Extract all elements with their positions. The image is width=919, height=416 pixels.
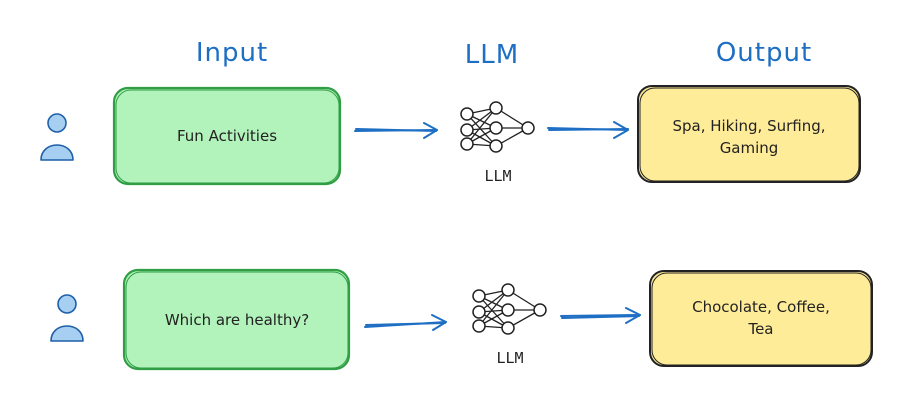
user-icon: [40, 113, 74, 161]
output-text-line-1: Spa, Hiking, Surfing,: [672, 117, 825, 135]
arrow-right-icon: [354, 122, 438, 139]
input-box: Fun Activities: [112, 86, 342, 186]
output-box: Spa, Hiking, Surfing, Gaming: [637, 85, 861, 183]
neural-network-icon: [472, 283, 547, 335]
input-text: Fun Activities: [177, 127, 277, 145]
output-box: Chocolate, Coffee, Tea: [649, 270, 873, 367]
llm-label: LLM: [484, 167, 511, 185]
arrow-right-icon: [547, 121, 629, 139]
header-output: Output: [716, 38, 812, 68]
input-box: Which are healthy?: [122, 268, 351, 371]
output-text-line-1: Chocolate, Coffee,: [692, 298, 830, 316]
row-1: Fun Activities: [40, 85, 861, 186]
arrow-right-icon: [364, 314, 447, 331]
output-text-line-2: Tea: [747, 320, 773, 338]
input-text: Which are healthy?: [165, 311, 309, 329]
arrow-right-icon: [560, 307, 641, 324]
header-llm: LLM: [465, 40, 519, 70]
neural-network-icon: [460, 101, 535, 153]
output-text-line-2: Gaming: [720, 139, 779, 157]
llm-label: LLM: [496, 349, 523, 367]
header-input: Input: [196, 38, 268, 68]
row-2: Which are healthy?: [50, 268, 873, 371]
user-icon: [50, 294, 84, 342]
